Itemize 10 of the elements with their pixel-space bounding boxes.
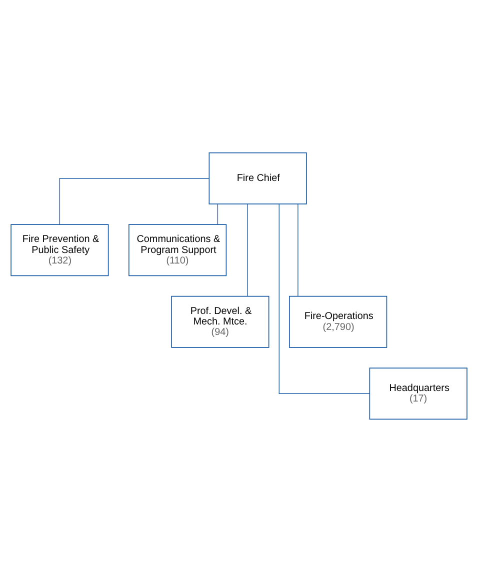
connector	[247, 203, 248, 296]
node-box: Fire Chief	[208, 152, 307, 204]
connector	[59, 178, 210, 224]
node-box: Headquarters (17)	[369, 367, 468, 420]
node-box: Fire-Operations (2,790)	[289, 295, 388, 348]
node-box: Fire Prevention & Public Safety (132)	[10, 224, 109, 276]
connector	[278, 203, 370, 394]
connector	[217, 203, 218, 224]
node-box: Communications & Program Support (110)	[128, 224, 227, 276]
node-box: Prof. Devel. & Mech. Mtce. (94)	[171, 295, 270, 348]
